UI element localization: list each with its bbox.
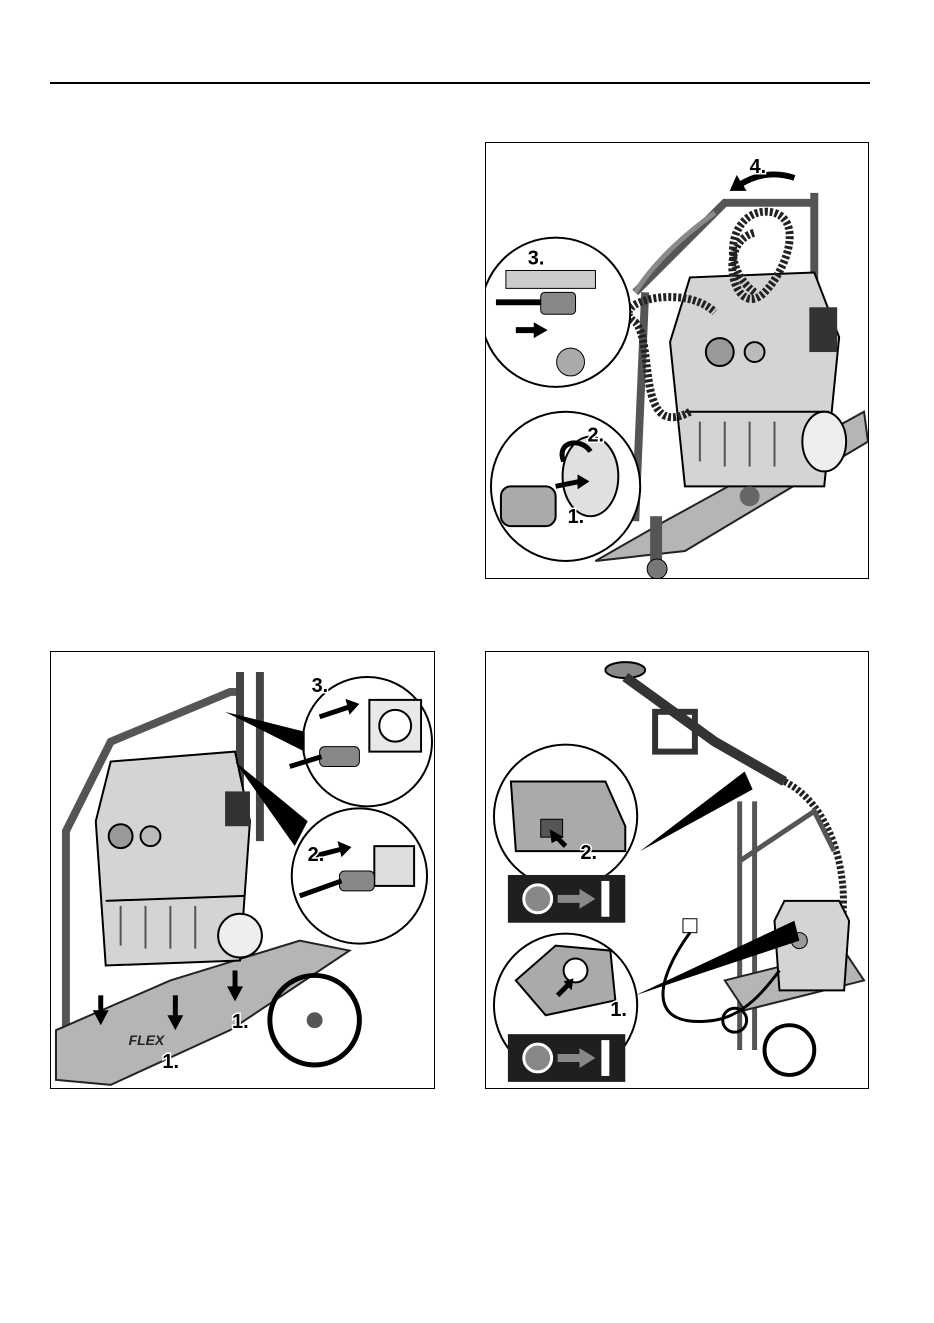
figure1-step-3: 3. <box>528 248 545 270</box>
header-rule <box>50 82 870 84</box>
figure-mounting-power-drawing: FLEX 3. 2. 1. 1. <box>51 652 434 1088</box>
figure2-step-1b: 1. <box>162 1051 179 1073</box>
figure1-step-1: 1. <box>568 506 585 528</box>
figure3-step-1: 1. <box>610 999 627 1021</box>
figure2-step-3: 3. <box>312 675 329 697</box>
figure-switch-on-drawing: 2. 1. <box>486 652 868 1088</box>
figure2-step-2: 2. <box>308 844 325 866</box>
figure-mounting-power: FLEX 3. 2. 1. 1. <box>50 651 435 1089</box>
figure-hose-connection-drawing: 4. 3. 2. 1. <box>486 143 868 578</box>
figure-switch-on: 2. 1. <box>485 651 869 1089</box>
figure1-step-2: 2. <box>587 425 604 447</box>
brand-mark: FLEX <box>129 1032 165 1048</box>
figure2-step-1a: 1. <box>232 1011 249 1033</box>
figure-hose-connection: 4. 3. 2. 1. <box>485 142 869 579</box>
figure1-step-4: 4. <box>750 156 767 178</box>
figure3-step-2: 2. <box>581 842 598 864</box>
